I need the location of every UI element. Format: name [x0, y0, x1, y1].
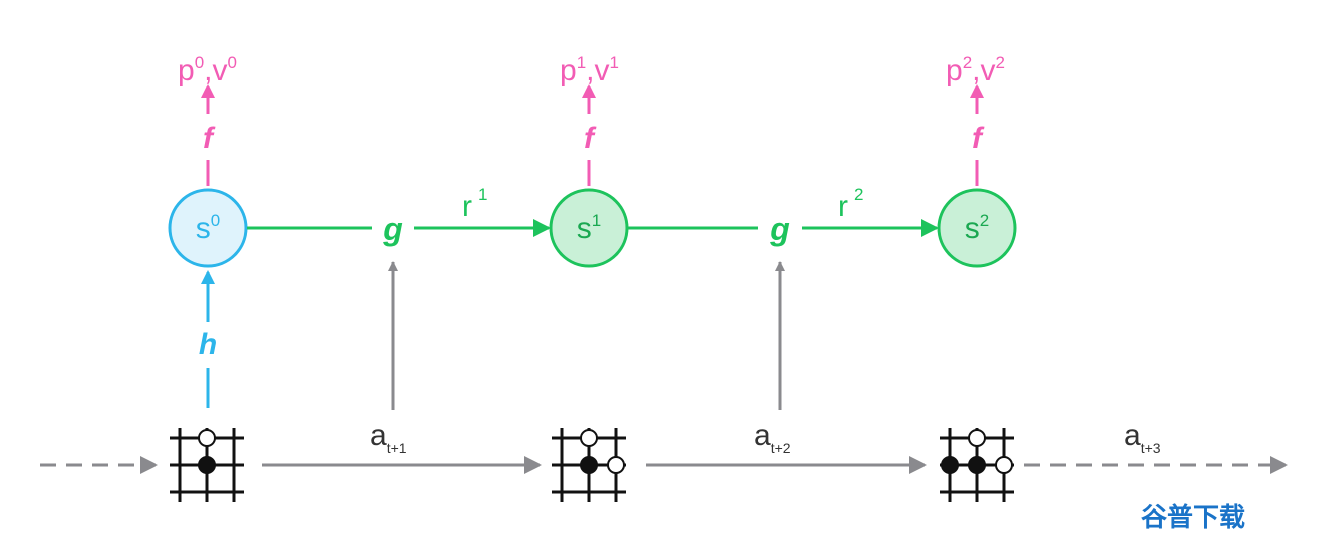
output-label-1: p1,v1	[560, 53, 619, 87]
go-board-2	[940, 428, 1014, 502]
go-board-0	[170, 428, 244, 502]
action-label-2: at+2	[754, 419, 791, 456]
function-g-label-1: g	[769, 211, 790, 247]
svg-text:s2: s2	[965, 211, 989, 245]
svg-text:s1: s1	[577, 211, 601, 245]
svg-text:s0: s0	[196, 211, 220, 245]
function-h-label: h	[199, 328, 217, 361]
state-node-1: s1	[549, 188, 629, 268]
state-node-0: s0	[168, 188, 248, 268]
function-f-label-1: f	[584, 122, 597, 155]
action-label-1: at+1	[370, 419, 407, 456]
function-g-label-0: g	[382, 211, 403, 247]
action-label-3: at+3	[1124, 419, 1161, 456]
output-label-0: p0,v0	[178, 53, 237, 87]
function-f-label-2: f	[972, 122, 985, 155]
function-f-label-0: f	[203, 122, 216, 155]
watermark-logo: 谷普下载	[1141, 502, 1245, 533]
go-board-1	[552, 428, 626, 502]
state-node-2: s2	[937, 188, 1017, 268]
output-label-2: p2,v2	[946, 53, 1005, 87]
